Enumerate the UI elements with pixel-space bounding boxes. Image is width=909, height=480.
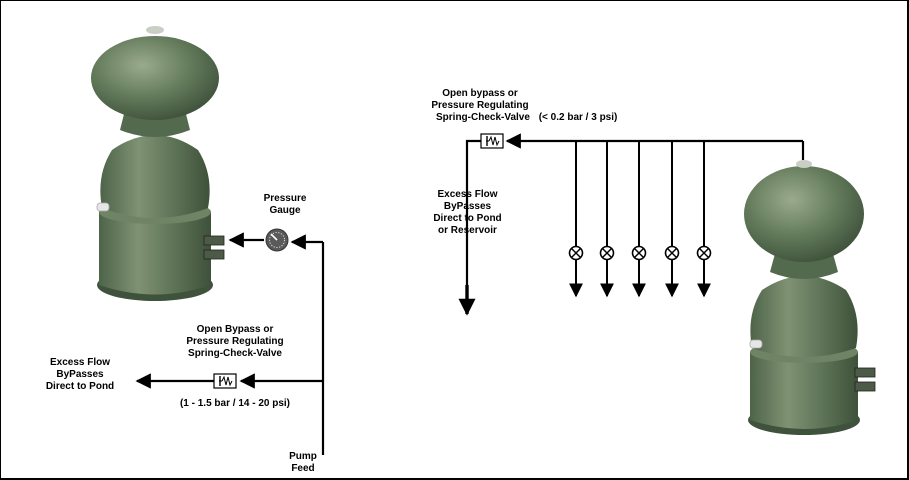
right-excess-flow-label: Excess Flow ByPasses Direct to Pond or R…: [420, 189, 515, 237]
spring-check-valve-icon: [214, 374, 236, 388]
left-valve-label: Open Bypass or Pressure Regulating Sprin…: [160, 324, 310, 360]
globe-valve-icon: [633, 247, 646, 260]
pressure-gauge-label-line2: Gauge: [250, 205, 320, 217]
right-excess-line2: ByPasses: [420, 201, 515, 213]
left-excess-line2: ByPasses: [30, 369, 130, 381]
left-excess-line1: Excess Flow: [30, 357, 130, 369]
globe-valve-icon: [666, 247, 679, 260]
globe-valve-icon: [570, 247, 583, 260]
right-valve-label: Open bypass or Pressure Regulating: [410, 88, 550, 112]
left-valve-label-line2: Pressure Regulating: [160, 336, 310, 348]
right-valve-label-line1: Open bypass or: [410, 88, 550, 100]
right-valve-rating: (< 0.2 bar / 3 psi): [539, 112, 618, 123]
globe-valve-icon: [601, 247, 614, 260]
pump-feed-label: Pump Feed: [283, 451, 323, 475]
pump-feed-line2: Feed: [283, 463, 323, 475]
right-valve-label-line2: Pressure Regulating: [410, 100, 550, 112]
right-excess-line1: Excess Flow: [420, 189, 515, 201]
left-filter-vessel: [91, 26, 224, 301]
right-excess-line4: or Reservoir: [420, 225, 515, 237]
left-valve-label-line1: Open Bypass or: [160, 324, 310, 336]
spring-check-valve-icon: [481, 134, 503, 148]
right-filter-vessel: [744, 160, 875, 435]
globe-valve-icon: [698, 247, 711, 260]
right-excess-line3: Direct to Pond: [420, 213, 515, 225]
pressure-gauge-label-line1: Pressure: [250, 193, 320, 205]
right-valve-label-line3: Spring-Check-Valve: [436, 112, 530, 123]
left-excess-flow-label: Excess Flow ByPasses Direct to Pond: [30, 357, 130, 393]
right-valve-label-line3-row: Spring-Check-Valve (< 0.2 bar / 3 psi): [436, 112, 617, 124]
gauge-icon: [266, 229, 288, 251]
left-valve-label-line3: Spring-Check-Valve: [160, 348, 310, 360]
left-excess-line3: Direct to Pond: [30, 381, 130, 393]
left-valve-rating: (1 - 1.5 bar / 14 - 20 psi): [160, 398, 310, 410]
pump-feed-line1: Pump: [283, 451, 323, 463]
pressure-gauge-label: Pressure Gauge: [250, 193, 320, 217]
